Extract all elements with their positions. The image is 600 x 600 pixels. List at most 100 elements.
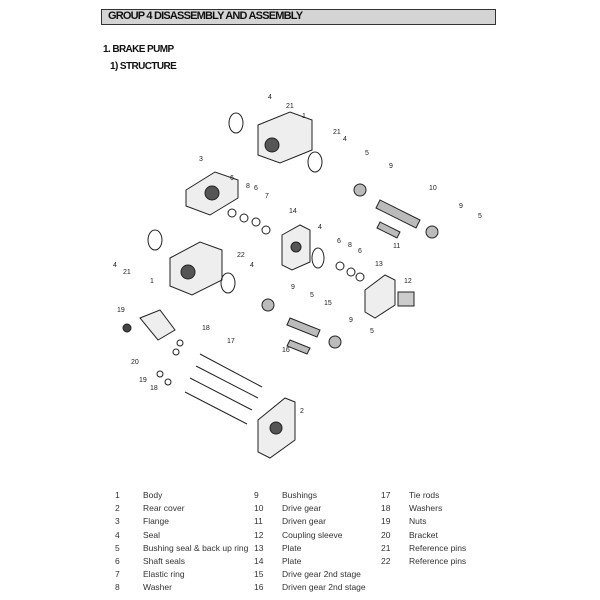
callout-label: 14: [289, 208, 297, 215]
legend-number: 2: [115, 503, 120, 514]
legend-number: 21: [381, 542, 391, 553]
seals: [147, 112, 365, 294]
callout-label: 5: [310, 292, 314, 299]
callout-label: 17: [227, 338, 235, 345]
legend-item: 6 Shaft seals: [115, 555, 248, 568]
legend-label: Driven gear 2nd stage: [282, 582, 366, 593]
callout-label: 9: [349, 317, 353, 324]
legend-number: 1: [115, 490, 120, 500]
legend-number: 6: [115, 556, 120, 567]
callout-label: 21: [333, 129, 341, 136]
callout-label: 4: [113, 262, 117, 269]
legend-item: 21 Reference pins: [381, 542, 466, 555]
legend-item: 19 Nuts: [381, 515, 466, 528]
callout-label: 18: [202, 325, 210, 332]
bracket: [139, 309, 176, 341]
callout-label: 13: [375, 261, 383, 268]
callout-label: 4: [343, 136, 347, 143]
legend-label: Shaft seals: [143, 556, 186, 567]
legend-label: Drive gear 2nd stage: [282, 569, 361, 580]
callout-label: 21: [123, 269, 131, 276]
callout-label: 11: [393, 243, 400, 250]
tie-rods: [184, 353, 263, 425]
callout-label: 6: [230, 175, 234, 182]
coupling-sleeve: [397, 291, 415, 307]
callout-label: 6: [358, 248, 362, 255]
callout-label: 5: [370, 328, 374, 335]
callout-label: 12: [404, 278, 412, 285]
flange: [185, 171, 239, 216]
callout-label: 22: [237, 252, 245, 259]
legend-number: 22: [381, 556, 391, 567]
legend-number: 7: [115, 569, 120, 580]
legend-item: 2 Rear cover: [115, 502, 248, 515]
legend-label: Nuts: [409, 516, 427, 527]
callout-label: 21: [286, 103, 294, 110]
legend-number: 3: [115, 516, 120, 527]
legend-label: Bushing seal & back up ring: [143, 542, 249, 553]
legend-label: Washers: [409, 503, 443, 514]
legend-label: Plate: [282, 542, 302, 553]
section-title: 1. BRAKE PUMP: [103, 44, 174, 55]
legend-number: 14: [254, 556, 264, 567]
callout-label: 9: [291, 284, 295, 291]
legend-label: Bracket: [409, 529, 438, 540]
callout-label: 8: [348, 242, 352, 249]
legend-item: 18 Washers: [381, 502, 466, 515]
legend-label: Washer: [143, 582, 172, 593]
plate-14: [281, 224, 311, 271]
legend-number: 18: [381, 503, 391, 514]
callout-label: 5: [478, 213, 482, 220]
callout-label: 4: [268, 94, 272, 101]
callout-label: 8: [246, 183, 250, 190]
callout-label: 7: [265, 193, 269, 200]
legend-label: Plate: [282, 556, 302, 567]
nuts-washers: [122, 323, 184, 386]
legend-label: Body: [143, 490, 163, 500]
callout-label: 20: [131, 359, 139, 366]
legend-label: Flange: [143, 516, 169, 527]
callout-label: 6: [254, 185, 258, 192]
legend-number: 9: [254, 490, 259, 500]
legend-column-1: 1 Body 2 Rear cover 3 Flange 4 Seal 5 Bushing sea…: [115, 489, 248, 595]
callout-label: 4: [318, 224, 322, 231]
callout-label: 6: [337, 238, 341, 245]
callout-label: 19: [117, 307, 125, 314]
legend-number: 11: [254, 516, 263, 527]
legend-item: 13 Plate: [254, 542, 366, 555]
callout-label: 10: [429, 185, 437, 192]
callout-label: 9: [389, 163, 393, 170]
legend-number: 5: [115, 542, 120, 553]
callout-label: 4: [250, 262, 254, 269]
legend-number: 4: [115, 529, 120, 540]
legend-item: 14 Plate: [254, 555, 366, 568]
plate-13: [364, 274, 396, 319]
callout-label: 1: [302, 113, 306, 120]
gears: [261, 183, 439, 355]
legend-number: 13: [254, 542, 264, 553]
legend-label: Tie rods: [409, 490, 440, 500]
legend-label: Seal: [143, 529, 161, 540]
legend-label: Driven gear: [282, 516, 326, 527]
legend-label: Elastic ring: [143, 569, 185, 580]
legend-number: 12: [254, 529, 264, 540]
body-upper: [257, 111, 313, 164]
legend-item: 1 Body: [115, 489, 248, 502]
legend-label: Rear cover: [143, 503, 185, 514]
legend-number: 19: [381, 516, 391, 527]
callout-label: 16: [282, 347, 290, 354]
section-subtitle: 1) STRUCTURE: [110, 61, 177, 72]
legend-number: 16: [254, 582, 264, 593]
callout-label: 18: [150, 385, 158, 392]
rear-cover: [257, 397, 296, 459]
legend-label: Reference pins: [409, 542, 467, 553]
callout-label: 3: [199, 156, 203, 163]
legend-label: Drive gear: [282, 503, 322, 514]
